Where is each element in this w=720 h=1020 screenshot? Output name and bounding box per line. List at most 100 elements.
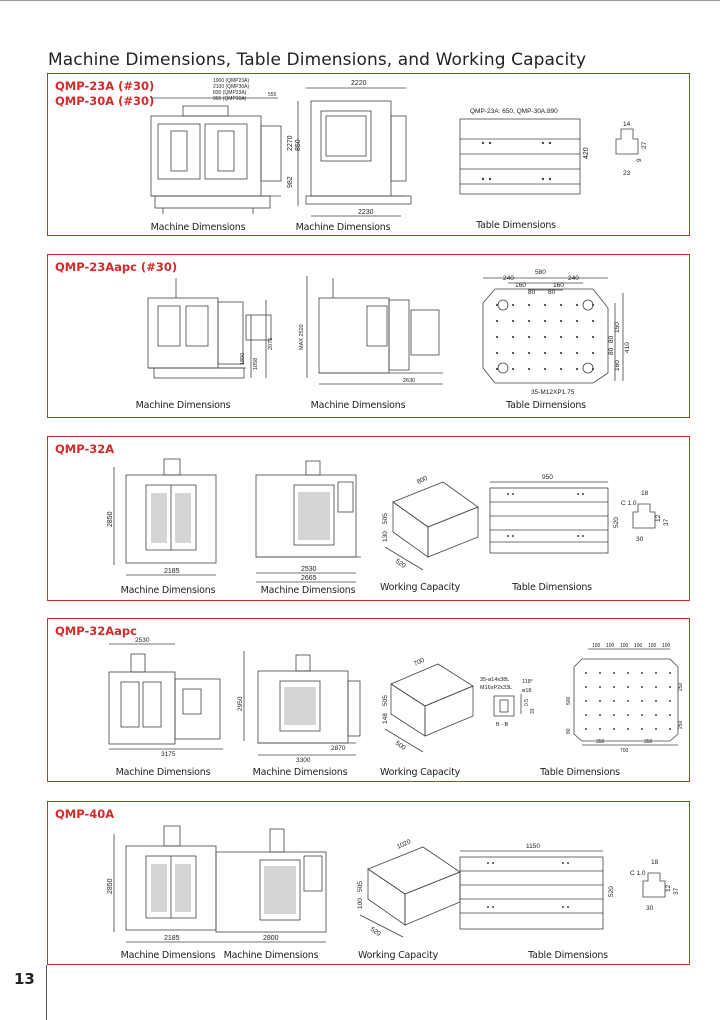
dim-label: QMP-23A: 650, QMP-30A:890 (470, 108, 558, 115)
machine-side-view-drawing: MAX 2520 2630 (299, 276, 443, 385)
dim-label: 30 (636, 536, 644, 543)
table-hole (613, 714, 615, 716)
table-hole (599, 714, 601, 716)
table-hole (575, 335, 579, 339)
table-hole (655, 728, 657, 730)
table-hole (599, 700, 601, 702)
working-capacity-drawing: 700 505 148 500 (382, 657, 474, 753)
dim-label: 950 (542, 474, 553, 481)
dim-label: 1058 (253, 358, 259, 370)
table-hole (585, 672, 587, 674)
dim-label: 800 (416, 475, 429, 486)
table-hole (627, 672, 629, 674)
table-hole (655, 714, 657, 716)
table-hole (559, 335, 563, 339)
dim-label: C 1.0 (630, 870, 646, 877)
dim-label: C 1.0 (621, 500, 637, 507)
figure-caption: Table Dimensions (476, 220, 556, 231)
dim-label: M16xP2x33L (480, 685, 512, 691)
table-hole (669, 728, 671, 730)
table-dimensions-drawing: 100 100 100 100 100 100 250 500 250 350 … (566, 643, 684, 754)
dim-label: 250 (678, 682, 684, 691)
table-hole (641, 672, 643, 674)
machine-front-view-drawing: 2850 2185 (107, 825, 217, 943)
dim-label: 2530 (135, 637, 150, 644)
dim-label: 18 (641, 490, 649, 497)
table-hole (527, 335, 531, 339)
table-hole (559, 319, 563, 323)
dim-label: 240 (503, 275, 514, 282)
table-hole (543, 319, 547, 323)
table-hole (599, 686, 601, 688)
table-hole (543, 367, 547, 371)
dim-label: 12 (655, 514, 662, 522)
dim-label: 830 (QMP23A) (213, 90, 247, 96)
dim-label: 160 (553, 282, 564, 289)
machine-side-view-drawing: 2530 2665 (255, 460, 361, 583)
page-margin-rule (46, 965, 47, 1020)
dim-label: 2100 (QMP30A) (213, 84, 249, 90)
dim-label: 100 (592, 643, 601, 649)
figure-caption: Machine Dimensions (150, 222, 246, 233)
table-hole (641, 700, 643, 702)
dim-label: 2850 (107, 511, 114, 527)
dim-label: 100 (606, 643, 615, 649)
figure-caption: Working Capacity (357, 950, 439, 961)
dim-label: 410 (624, 342, 631, 353)
dim-label: 80 (608, 347, 615, 355)
dim-label: 700 (620, 748, 629, 754)
dim-label: 37 (663, 518, 670, 526)
dim-label: 1020 (396, 838, 412, 851)
dim-label: 2665 (301, 575, 317, 582)
figure-caption: Table Dimensions (540, 767, 620, 778)
table-hole (613, 672, 615, 674)
dim-label: 2950 (237, 696, 244, 711)
dim-label: 2850 (107, 878, 114, 894)
figure-caption: Machine Dimensions (135, 400, 231, 411)
dim-label: 3300 (296, 757, 311, 764)
dim-label: 505 (357, 881, 364, 892)
table-hole (559, 367, 563, 371)
table-hole (627, 686, 629, 688)
table-hole (627, 714, 629, 716)
t-slot-section-drawing: 35-ø14x38L M16xP2x33L 118° ø18 0.5 33 B … (480, 677, 536, 728)
dim-label: 350 (644, 739, 653, 745)
machine-side-view-drawing: 2800 (215, 828, 327, 943)
table-hole (495, 335, 499, 339)
table-hole (495, 351, 499, 355)
figure-caption: Machine Dimensions (252, 767, 348, 778)
dim-label: 100 (648, 643, 657, 649)
table-hole (669, 714, 671, 716)
dim-label: 1900 (QMP23A) (213, 78, 249, 84)
dim-label: 2800 (263, 935, 279, 942)
dim-label: 100 (662, 643, 671, 649)
dim-label: 35-M12XP1.75 (531, 389, 575, 396)
dim-label: 250 (678, 720, 684, 729)
dim-label: 2185 (164, 935, 180, 942)
dim-label: 3175 (161, 751, 176, 758)
dim-label: 9 (636, 158, 643, 162)
table-hole (613, 686, 615, 688)
dim-label: 505 (382, 695, 389, 706)
table-hole (599, 728, 601, 730)
table-hole (591, 351, 595, 355)
figure-caption: Machine Dimensions (120, 585, 216, 596)
table-hole (495, 303, 499, 307)
dim-label: 2185 (164, 568, 180, 575)
page-title: Machine Dimensions, Table Dimensions, an… (48, 50, 587, 70)
table-dimensions-drawing: 580 240 240 160 160 80 80 150 410 80 80 … (482, 269, 631, 396)
dim-label: 2870 (331, 745, 346, 752)
figure-caption: Working Capacity (379, 582, 461, 593)
dim-label: 982 (287, 176, 294, 188)
figure-caption: Machine Dimensions (120, 950, 216, 961)
dim-label: 520 (608, 886, 615, 897)
dim-label: 100 (634, 643, 643, 649)
table-hole (627, 700, 629, 702)
dim-label: 80 (528, 289, 536, 296)
dim-label: 100 (357, 898, 364, 909)
dim-label: 30 (646, 905, 654, 912)
dim-label: 33 (530, 708, 536, 714)
machine-front-view-drawing: 1850 1058 2075 (147, 278, 274, 379)
dim-label: 118° (522, 679, 533, 685)
dim-label: 350 (596, 739, 605, 745)
